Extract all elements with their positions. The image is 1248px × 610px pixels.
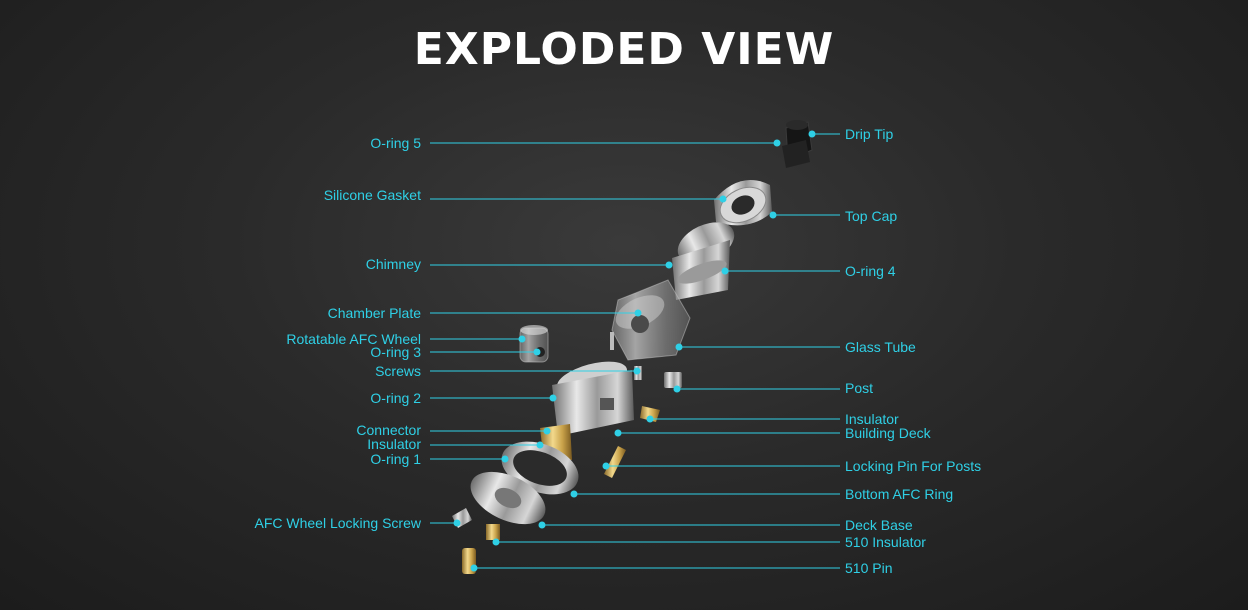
label-silicone-gasket: Silicone Gasket [324,187,421,203]
510-insulator-part [486,524,500,540]
label-insulator-right: Insulator [845,411,899,427]
label-building-deck: Building Deck [845,425,932,441]
afc-wheel-part [519,325,549,363]
label-o-ring-5: O-ring 5 [370,135,421,151]
insulator-right-part [640,406,660,422]
top-cap-part [714,180,772,226]
label-locking-pin-for-posts: Locking Pin For Posts [845,458,981,474]
label-top-cap: Top Cap [845,208,897,224]
deck-base-part [470,471,546,525]
label-drip-tip: Drip Tip [845,126,893,142]
label-chamber-plate: Chamber Plate [328,305,422,321]
label-o-ring-3: O-ring 3 [370,344,421,360]
label-afc-wheel-locking-screw: AFC Wheel Locking Screw [254,515,421,531]
chimney-part [672,222,735,300]
label-screws: Screws [375,363,421,379]
page-title: EXPLODED VIEW [413,24,835,75]
leader-lines [430,130,840,572]
label-glass-tube: Glass Tube [845,339,916,355]
label-chimney: Chimney [366,256,421,272]
label-o-ring-1: O-ring 1 [370,451,421,467]
locking-pin-part [604,446,626,478]
drip-tip-part [782,120,813,168]
bottom-afc-ring-part [501,441,579,495]
label-o-ring-4: O-ring 4 [845,263,896,279]
building-deck-part [552,361,634,436]
label-deck-base: Deck Base [845,517,913,533]
label-rotatable-afc-wheel: Rotatable AFC Wheel [286,331,421,347]
label-510-pin: 510 Pin [845,560,892,576]
post-part [664,372,682,388]
label-insulator-left: Insulator [367,436,421,452]
label-bottom-afc-ring: Bottom AFC Ring [845,486,953,502]
label-510-insulator: 510 Insulator [845,534,926,550]
label-post: Post [845,380,873,396]
label-o-ring-2: O-ring 2 [370,390,421,406]
label-connector: Connector [356,422,421,438]
